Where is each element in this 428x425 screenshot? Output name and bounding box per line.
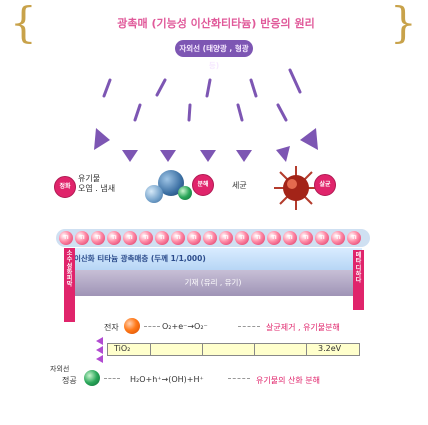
uv-ray: [288, 68, 302, 94]
left-side-bar: 소수성화 피막: [64, 248, 75, 322]
decompose-badge: 분해: [192, 174, 214, 196]
tio2-particle-icon: Ti: [203, 231, 217, 245]
tio2-particle-icon: Ti: [267, 231, 281, 245]
substrate-layer: 기재 (유리 , 유기): [70, 270, 356, 296]
bacteria-icon: [274, 166, 318, 210]
uv-ray: [249, 78, 258, 98]
uv-ray: [276, 103, 288, 122]
uv-arrowhead-icon: [160, 150, 176, 162]
tio2-particle-icon: Ti: [187, 231, 201, 245]
uv-rays: [94, 68, 318, 162]
arrow-line: [104, 378, 120, 379]
arrow-left-icon: [96, 355, 103, 363]
band-divider: [150, 343, 151, 356]
tio2-particle-icon: Ti: [155, 231, 169, 245]
electron-orb-icon: [124, 318, 140, 334]
tio2-particle-icon: Ti: [139, 231, 153, 245]
arrow-line: [228, 378, 250, 379]
diagram-title: 광촉매 (기능성 이산화티타늄) 반응의 원리: [117, 17, 315, 30]
uv-ray: [205, 78, 212, 98]
tio2-particle-icon: Ti: [107, 231, 121, 245]
uv-arrowhead-icon: [276, 146, 290, 162]
uv-ray: [187, 103, 192, 122]
tio2-particle-icon: Ti: [219, 231, 233, 245]
uv-side-label: 자외선: [50, 365, 70, 373]
tio2-particle-icon: Ti: [123, 231, 137, 245]
tio2-particle-icon: Ti: [91, 231, 105, 245]
uv-arrowhead-icon: [122, 150, 138, 162]
uv-ray: [155, 78, 167, 97]
uv-ray: [102, 78, 112, 98]
hole-orb-icon: [84, 370, 100, 386]
hole-reaction: H₂O+h⁺→(OH)+H⁺: [130, 375, 204, 384]
tio2-particle-icon: Ti: [315, 231, 329, 245]
arrow-left-icon: [96, 346, 103, 354]
organic-molecule-icon: [178, 186, 192, 200]
uv-arrowhead-icon: [236, 150, 252, 162]
band-material: TiO₂: [114, 344, 131, 353]
tio2-particle-icon: Ti: [299, 231, 313, 245]
uv-ray: [236, 103, 244, 122]
pollution-label: 유기물 오염 . 냄새: [78, 174, 116, 193]
arrow-left-icon: [96, 337, 103, 345]
arrow-line: [238, 326, 260, 327]
electron-label: 전자: [104, 323, 119, 332]
bacteria-label: 세균: [232, 181, 247, 190]
band-gap-value: 3.2eV: [318, 344, 342, 353]
left-brace-icon: {: [10, 0, 37, 47]
band-divider: [202, 343, 203, 356]
hole-result: 유기물의 산화 분해: [256, 376, 320, 385]
purify-badge: 정화: [54, 176, 76, 198]
tio2-particle-icon: Ti: [283, 231, 297, 245]
uv-arrowhead-icon: [94, 128, 110, 150]
hole-label: 정공: [62, 376, 77, 385]
catalyst-layer: 이산화 티타늄 광촉매층 (두께 1/1,000): [64, 248, 362, 270]
tio2-particle-icon: Ti: [59, 231, 73, 245]
electron-reaction: O₂+e⁻→O₂⁻: [162, 322, 208, 331]
tio2-particle-icon: Ti: [235, 231, 249, 245]
band-divider: [254, 343, 255, 356]
right-side-bar: 메타 디하다: [353, 250, 364, 310]
band-gap-box: [107, 343, 360, 356]
organic-molecule-icon: [145, 185, 163, 203]
tio2-particle-icon: Ti: [251, 231, 265, 245]
tio2-particle-icon: Ti: [171, 231, 185, 245]
uv-ray: [133, 103, 142, 122]
tio2-particle-icon: Ti: [75, 231, 89, 245]
uv-arrowhead-icon: [200, 150, 216, 162]
tio2-particle-icon: Ti: [347, 231, 361, 245]
arrow-line: [144, 326, 160, 327]
electron-result: 살균제거 , 유기물분해: [266, 323, 340, 332]
sterilize-badge: 살균: [314, 174, 336, 196]
band-divider: [306, 343, 307, 356]
uv-light-badge: 자외선 (태양광 , 형광등): [175, 40, 253, 70]
tio2-particle-icon: Ti: [331, 231, 345, 245]
right-brace-icon: }: [390, 0, 417, 47]
uv-arrowhead-icon: [300, 128, 318, 150]
